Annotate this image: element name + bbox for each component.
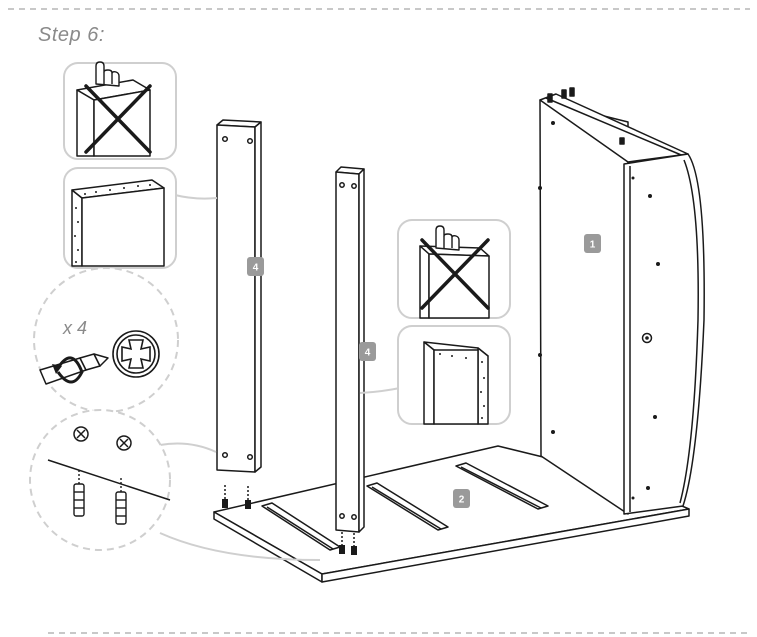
badge-bottom-panel-label: 2 (459, 495, 465, 506)
callout-cam-lock: x 4 (33, 267, 179, 413)
badge-side-panel-label: 1 (590, 240, 596, 251)
callout-edge-view-middle (397, 325, 511, 425)
callout-leaders (159, 194, 401, 561)
middle-post (335, 166, 365, 555)
badge-left-post-label: 4 (253, 263, 259, 274)
callout-fittings (29, 409, 171, 551)
screw-icon (73, 426, 132, 451)
badge-side-panel: 1 (584, 234, 601, 253)
cam-lock-icon (112, 330, 160, 378)
bottom-panel (213, 445, 690, 583)
side-panel (538, 87, 705, 515)
badge-middle-post-label: 4 (365, 348, 371, 359)
dowel-icon (73, 470, 127, 525)
callout-no-grip-top-middle (397, 219, 511, 319)
screwdriver-icon (39, 353, 109, 385)
hand-icon (435, 225, 460, 251)
callout-edge-view-left (63, 167, 177, 269)
cross-icon (420, 238, 490, 310)
cross-icon (84, 84, 152, 154)
callout-no-grip-top-left (63, 61, 177, 160)
left-post (216, 119, 262, 509)
quantity-label: x 4 (62, 318, 87, 338)
badge-left-post: 4 (247, 257, 264, 276)
badge-middle-post: 4 (359, 342, 376, 361)
hand-icon (95, 61, 120, 87)
step-title: Step 6: (38, 24, 105, 46)
badge-bottom-panel: 2 (453, 489, 470, 508)
rotate-icon (52, 356, 84, 384)
